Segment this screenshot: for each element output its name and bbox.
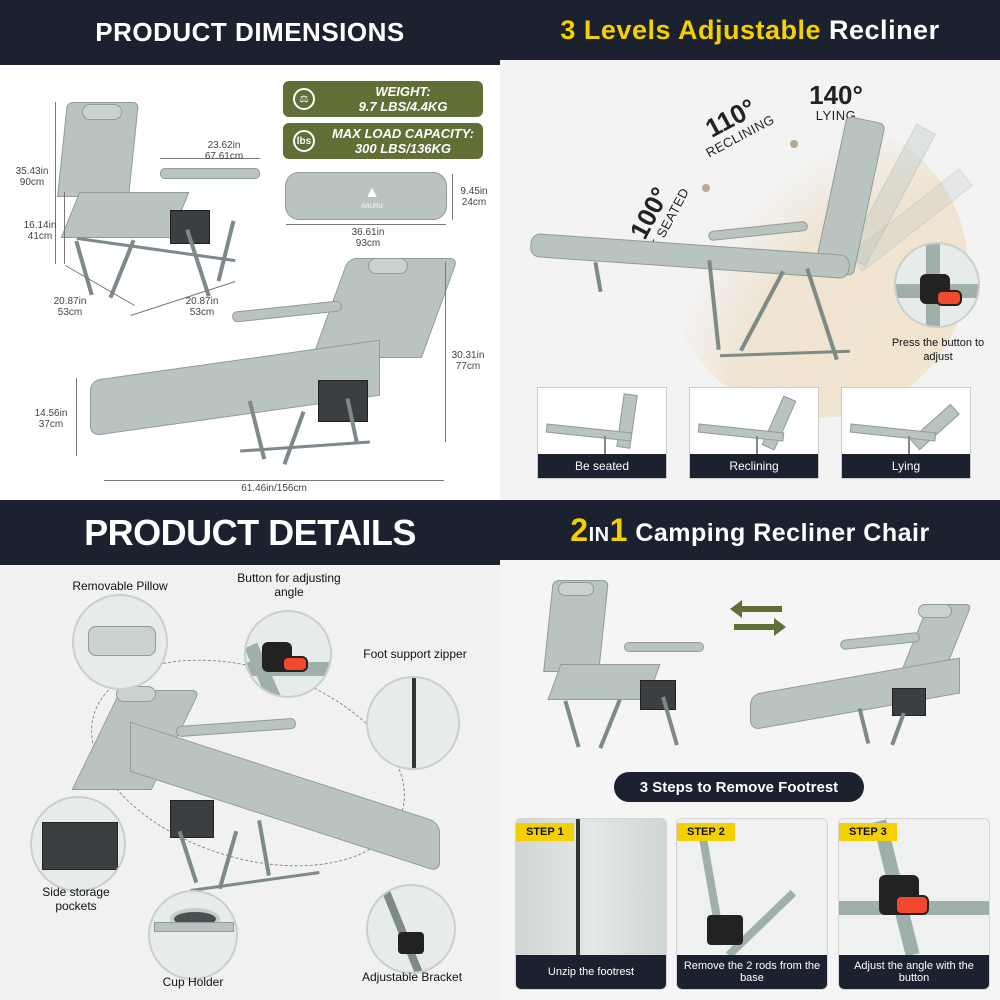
arm-in: 23.62in	[207, 140, 241, 151]
cup-holder-detail	[148, 890, 238, 980]
title-in: IN	[588, 523, 610, 546]
two-in-one-panel: 2IN1 Camping Recliner Chair 3 Steps to R…	[500, 500, 1000, 1000]
angle-140-degree: 140°	[809, 80, 863, 110]
bracket-detail	[366, 884, 456, 974]
step-1-tag: STEP 1	[516, 823, 574, 841]
details-title: PRODUCT DETAILS	[84, 511, 416, 553]
title-one: 1	[609, 511, 628, 548]
bag-length-cm: 93cm	[355, 238, 381, 249]
label-foot-zipper: Foot support zipper	[363, 647, 467, 661]
scale-icon: ⚖	[293, 88, 315, 110]
label-adjustable-bracket: Adjustable Bracket	[361, 970, 463, 984]
height-cm: 90cm	[19, 177, 45, 188]
label-side-pockets: Side storage pockets	[42, 885, 110, 913]
label-button-angle: Button for adjusting angle	[237, 571, 341, 599]
brand-name: ARURU	[361, 204, 383, 210]
weight-value: 9.7 LBS/4.4KG	[358, 99, 448, 114]
weight-label: WEIGHT:	[375, 84, 431, 99]
step-2-card: STEP 2 Remove the 2 rods from the base	[676, 818, 828, 990]
load-badge: lbs MAX LOAD CAPACITY:300 LBS/136KG	[283, 123, 483, 159]
bag-height-cm: 24cm	[461, 197, 487, 208]
step-3-tag: STEP 3	[839, 823, 897, 841]
adjust-button-detail	[894, 242, 980, 328]
red-button-icon	[936, 290, 962, 306]
press-button-text: Press the button to adjust	[891, 337, 985, 363]
weight-lbs-icon: lbs	[293, 130, 315, 152]
dimensions-title: PRODUCT DIMENSIONS	[95, 17, 405, 47]
title-two: 2	[570, 511, 589, 548]
thumb-reclining: Reclining	[689, 387, 819, 479]
zipper-detail	[366, 676, 460, 770]
red-button-icon-2	[282, 656, 308, 672]
step-3-caption: Adjust the angle with the button	[839, 955, 989, 989]
depth-cm: 53cm	[57, 307, 83, 318]
seat-cm: 41cm	[27, 231, 53, 242]
swap-arrows-icon	[730, 598, 786, 638]
recliner-title-rest: Recliner	[829, 14, 940, 45]
details-header: PRODUCT DETAILS	[0, 500, 500, 565]
step-2-tag: STEP 2	[677, 823, 735, 841]
product-details-panel: PRODUCT DETAILS Removable Pillow Button …	[0, 500, 500, 1000]
step-2-caption: Remove the 2 rods from the base	[677, 955, 827, 989]
pockets-detail	[30, 796, 126, 892]
thumb-be-seated: Be seated	[537, 387, 667, 479]
recliner-height-cm: 77cm	[455, 361, 481, 372]
arm-cm: 67.61cm	[204, 151, 244, 162]
load-label: MAX LOAD CAPACITY:	[331, 126, 475, 141]
step-1-caption: Unzip the footrest	[516, 955, 666, 989]
two-in-one-header: 2IN1 Camping Recliner Chair	[500, 500, 1000, 560]
angle-140: 140° LYING	[796, 82, 876, 123]
total-length: 61.46in/156cm	[241, 483, 307, 494]
weight-badge: ⚖ WEIGHT:9.7 LBS/4.4KG	[283, 81, 483, 117]
foot-height-in: 14.56in	[34, 408, 68, 419]
thumb-lying: Lying	[841, 387, 971, 479]
pillow-detail	[72, 594, 168, 690]
red-button-icon-3	[895, 895, 929, 915]
step-3-card: STEP 3 Adjust the angle with the button	[838, 818, 990, 990]
step-1-card: STEP 1 Unzip the footrest	[515, 818, 667, 990]
thumb-reclining-label: Reclining	[690, 454, 818, 478]
width-in: 20.87in	[185, 296, 219, 307]
brand-logo-icon: ▲	[364, 184, 380, 201]
label-removable-pillow: Removable Pillow	[72, 579, 168, 593]
foot-height-cm: 37cm	[38, 419, 64, 430]
bag-length-in: 36.61in	[351, 227, 385, 238]
label-cup-holder: Cup Holder	[162, 975, 224, 989]
thumb-lying-label: Lying	[842, 454, 970, 478]
width-cm: 53cm	[189, 307, 215, 318]
adjustable-recliner-panel: 3 Levels Adjustable Recliner 100° BE SEA…	[500, 0, 1000, 500]
load-value: 300 LBS/136KG	[354, 141, 452, 156]
recliner-height-in: 30.31in	[451, 350, 485, 361]
product-dimensions-panel: PRODUCT DIMENSIONS 35.43in 90cm 23.62in …	[0, 0, 500, 500]
depth-in: 20.87in	[53, 296, 87, 307]
height-in: 35.43in	[15, 166, 49, 177]
recliner-title-highlight: 3 Levels Adjustable	[560, 14, 822, 45]
steps-title: 3 Steps to Remove Footrest	[639, 778, 839, 796]
steps-title-pill: 3 Steps to Remove Footrest	[614, 772, 864, 802]
seat-in: 16.14in	[23, 220, 57, 231]
dimensions-header: PRODUCT DIMENSIONS	[0, 0, 500, 65]
recliner-header: 3 Levels Adjustable Recliner	[500, 0, 1000, 60]
title-camping: Camping Recliner Chair	[635, 518, 930, 547]
button-detail	[244, 610, 332, 698]
bag-height-in: 9.45in	[460, 186, 488, 197]
thumb-be-seated-label: Be seated	[538, 454, 666, 478]
